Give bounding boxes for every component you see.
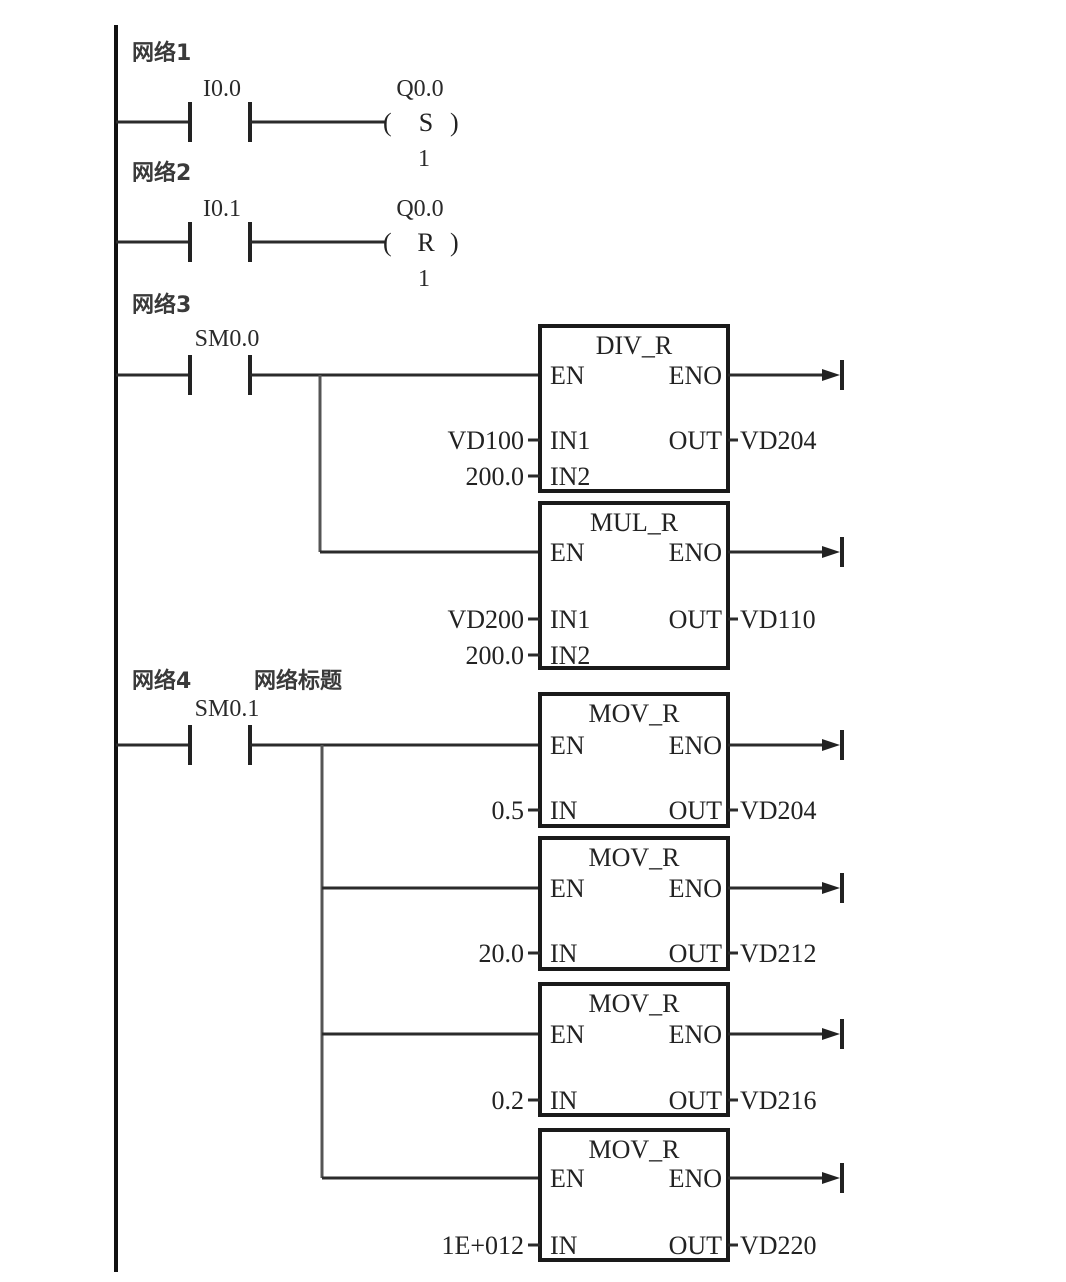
pin-in1: IN1 <box>550 426 590 455</box>
pin-in2: IN2 <box>550 641 590 670</box>
pin-en: EN <box>550 731 585 760</box>
block-name: MOV_R <box>588 989 680 1018</box>
network-label: 网络4 <box>132 668 191 694</box>
block-name: MOV_R <box>588 1135 680 1164</box>
contact-no-icon[interactable] <box>188 102 252 142</box>
set-coil-icon[interactable]: ( S ) <box>383 108 459 137</box>
output-value[interactable]: VD220 <box>740 1231 817 1260</box>
input-value[interactable]: VD100 <box>447 426 524 455</box>
arrow-right-icon <box>822 546 840 558</box>
input-value[interactable]: 200.0 <box>466 462 525 491</box>
contact-address: I0.0 <box>203 76 241 102</box>
block-name: MUL_R <box>590 508 679 537</box>
svg-text:): ) <box>450 228 459 257</box>
output-value[interactable]: VD204 <box>740 426 817 455</box>
block-frame <box>538 501 730 670</box>
pin-in: IN <box>550 796 578 825</box>
pin-out: OUT <box>669 1231 723 1260</box>
pin-out: OUT <box>669 605 723 634</box>
pin-en: EN <box>550 361 585 390</box>
pin-en: EN <box>550 538 585 567</box>
block-frame <box>538 692 730 828</box>
input-value[interactable]: 0.5 <box>492 796 525 825</box>
coil-address: Q0.0 <box>396 76 443 102</box>
svg-text:): ) <box>450 108 459 137</box>
pin-in: IN <box>550 1231 578 1260</box>
svg-text:(: ( <box>383 108 392 137</box>
pin-out: OUT <box>669 939 723 968</box>
block-frame <box>538 982 730 1117</box>
pin-in2: IN2 <box>550 462 590 491</box>
pin-in: IN <box>550 1086 578 1115</box>
input-value[interactable]: 20.0 <box>479 939 525 968</box>
network-title: 网络标题 <box>254 668 343 694</box>
function-block-mov-r[interactable]: MOV_REN ENO IN 20.0 OUT VD212 <box>479 836 844 971</box>
block-name: MOV_R <box>588 699 680 728</box>
coil-count: 1 <box>418 266 430 292</box>
function-block-mov-r[interactable]: MOV_REN ENO IN 0.5 OUT VD204 <box>492 692 844 828</box>
pin-en: EN <box>550 874 585 903</box>
input-value[interactable]: 0.2 <box>492 1086 525 1115</box>
coil-op: S <box>419 108 433 137</box>
network-label: 网络2 <box>132 160 191 186</box>
pin-out: OUT <box>669 796 723 825</box>
input-value[interactable]: VD200 <box>447 605 524 634</box>
network-2[interactable]: 网络2 I0.1 Q0.0 ( R ) 1 <box>116 160 459 292</box>
pin-eno: ENO <box>669 874 722 903</box>
pin-en: EN <box>550 1164 585 1193</box>
contact-address: I0.1 <box>203 196 241 222</box>
contact-no-icon[interactable] <box>188 355 252 395</box>
pin-en: EN <box>550 1020 585 1049</box>
network-label: 网络1 <box>132 40 191 66</box>
arrow-right-icon <box>822 882 840 894</box>
pin-in1: IN1 <box>550 605 590 634</box>
contact-no-icon[interactable] <box>188 725 252 765</box>
contact-no-icon[interactable] <box>188 222 252 262</box>
function-block-mov-r[interactable]: MOV_REN ENO IN 0.2 OUT VD216 <box>492 982 844 1117</box>
pin-eno: ENO <box>669 731 722 760</box>
contact-address: SM0.1 <box>195 696 260 722</box>
block-frame <box>538 836 730 971</box>
reset-coil-icon[interactable]: ( R ) <box>383 228 459 257</box>
input-value[interactable]: 200.0 <box>466 641 525 670</box>
arrow-right-icon <box>822 369 840 381</box>
output-value[interactable]: VD216 <box>740 1086 817 1115</box>
coil-count: 1 <box>418 146 430 172</box>
output-value[interactable]: VD212 <box>740 939 817 968</box>
block-name: DIV_R <box>596 331 673 360</box>
network-label: 网络3 <box>132 292 191 318</box>
output-value[interactable]: VD110 <box>740 605 816 634</box>
output-value[interactable]: VD204 <box>740 796 817 825</box>
coil-address: Q0.0 <box>396 196 443 222</box>
block-frame <box>538 324 730 493</box>
pin-eno: ENO <box>669 1164 722 1193</box>
arrow-right-icon <box>822 739 840 751</box>
block-frame <box>538 1128 730 1262</box>
pin-eno: ENO <box>669 361 722 390</box>
function-block-mov-r[interactable]: MOV_REN ENO IN 1E+012 OUT VD220 <box>441 1128 844 1262</box>
arrow-right-icon <box>822 1028 840 1040</box>
pin-out: OUT <box>669 1086 723 1115</box>
pin-out: OUT <box>669 426 723 455</box>
svg-text:(: ( <box>383 228 392 257</box>
pin-eno: ENO <box>669 1020 722 1049</box>
pin-in: IN <box>550 939 578 968</box>
block-name: MOV_R <box>588 843 680 872</box>
arrow-right-icon <box>822 1172 840 1184</box>
pin-eno: ENO <box>669 538 722 567</box>
network-1[interactable]: 网络1 I0.0 Q0.0 ( S ) 1 <box>116 40 459 172</box>
contact-address: SM0.0 <box>195 326 260 352</box>
input-value[interactable]: 1E+012 <box>441 1231 524 1260</box>
coil-op: R <box>417 228 435 257</box>
